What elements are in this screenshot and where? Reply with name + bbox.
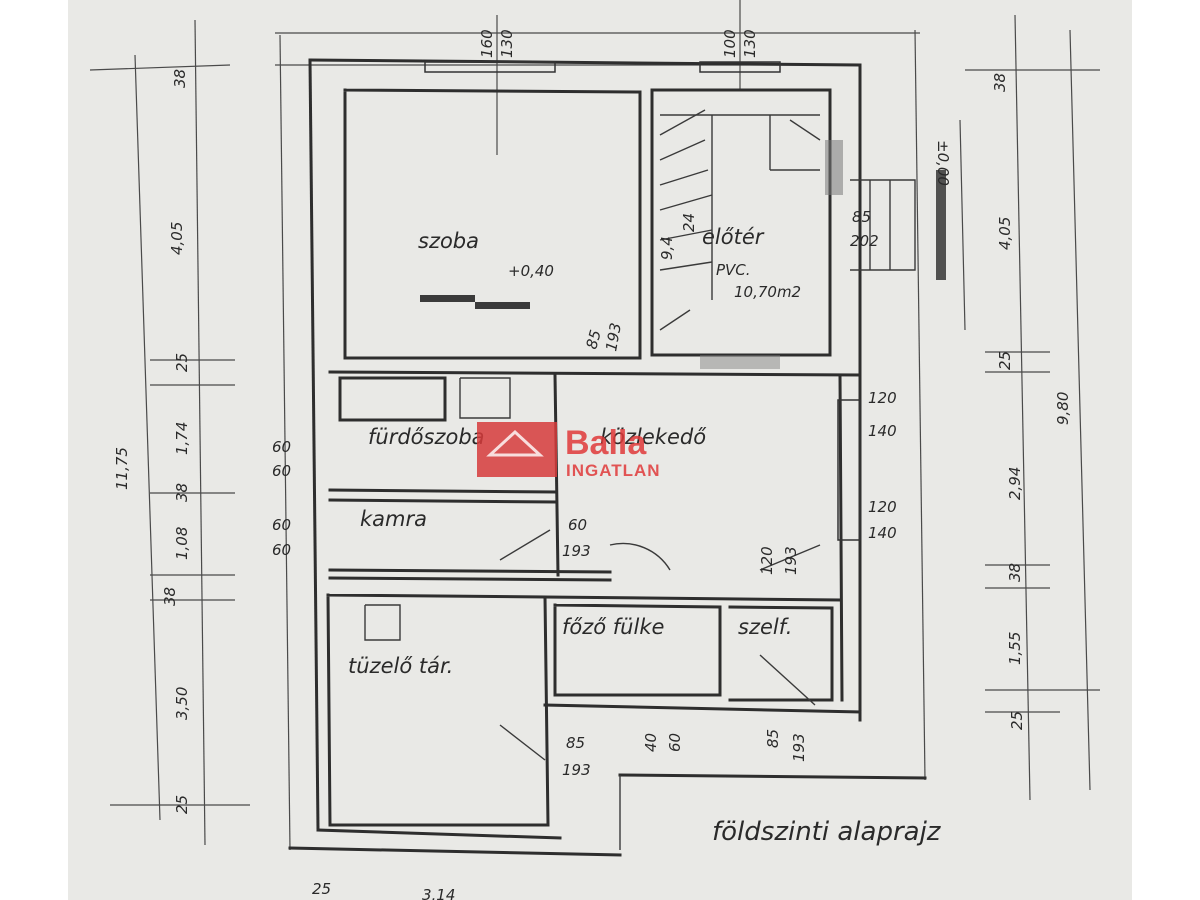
dim-win-140a: 140	[868, 422, 897, 440]
dim-left-main: 4,05	[168, 222, 186, 255]
logo-square	[477, 422, 557, 477]
dim-right-155: 1,55	[1006, 632, 1024, 665]
room-label-kozleker: közlekedő	[600, 425, 707, 449]
dim-bottom-25: 25	[312, 880, 331, 898]
dim-stair-24: 24	[680, 213, 698, 232]
plan-title: földszinti alaprajz	[712, 817, 942, 847]
room-label-foz-fulke: főző fülke	[562, 615, 664, 639]
dim-corner-tl: 38	[171, 69, 189, 88]
dim-bottom-a: 3,14	[422, 886, 455, 900]
dim-left-total: 11,75	[113, 447, 131, 490]
dim-top-d: 130	[741, 29, 759, 58]
dim-win-120a: 120	[868, 389, 897, 407]
room-labels: szoba +0,40 előtér PVC. 10,70m2 fürdőszo…	[348, 140, 952, 678]
room-label-furdoszoba: fürdőszoba	[368, 425, 485, 449]
logo-brand: Balla	[565, 424, 647, 462]
dim-left-25a: 25	[173, 353, 191, 372]
dim-bath-60c: 60	[272, 516, 291, 534]
walls	[288, 58, 946, 857]
room-label-kamra: kamra	[360, 507, 427, 531]
dim-door-193a: 193	[602, 321, 625, 352]
dimension-lines	[89, 0, 1100, 851]
dim-door-193b: 193	[782, 546, 800, 575]
dim-left-108: 1,08	[173, 527, 191, 560]
balla-ingatlan-logo: Balla INGATLAN	[477, 422, 661, 480]
room-label-szoba: szoba	[418, 229, 479, 253]
dim-door-202: 202	[850, 232, 879, 250]
entrance-level: ±0,00	[934, 140, 952, 186]
dim-top-b: 130	[498, 29, 516, 58]
room-label-szelf: szelf.	[738, 615, 792, 639]
dim-fulke-60: 60	[666, 733, 684, 752]
dim-szelf-85: 85	[764, 729, 782, 748]
dim-tar-85: 85	[566, 734, 585, 752]
dim-left-174: 1,74	[173, 422, 191, 455]
dim-fulke-40: 40	[642, 733, 660, 752]
dim-left-25b: 25	[173, 795, 191, 814]
logo-sub: INGATLAN	[566, 461, 661, 480]
dim-door-120: 120	[758, 546, 776, 575]
dim-door-85a: 85	[852, 208, 871, 226]
dim-win-120b: 120	[868, 498, 897, 516]
dim-bath-60a: 60	[272, 438, 291, 456]
dim-tar-193: 193	[562, 761, 591, 779]
eloter-area: 10,70m2	[734, 283, 801, 301]
dim-right-38: 38	[1006, 563, 1024, 582]
dim-bath-60d: 60	[272, 541, 291, 559]
dim-kor-193: 193	[562, 542, 591, 560]
dim-left-38a: 38	[173, 483, 191, 502]
dim-szelf-193: 193	[790, 733, 808, 762]
dim-door-85b: 85	[582, 328, 604, 351]
dim-stair-94: 9,4	[658, 236, 676, 260]
dim-right-405: 4,05	[996, 217, 1014, 250]
staircase	[659, 109, 843, 369]
dim-right-294: 2,94	[1006, 467, 1024, 500]
dim-right-total: 9,80	[1054, 392, 1072, 425]
dim-bath-60b: 60	[272, 462, 291, 480]
dim-corner-tr: 38	[991, 73, 1009, 92]
dimension-numbers: 160 130 100 130 38 38 4,05 11,75 25 1,74…	[113, 29, 1072, 900]
dim-top-a: 160	[478, 29, 496, 58]
eloter-floor: PVC.	[716, 261, 751, 279]
szoba-level: +0,40	[508, 262, 554, 280]
dim-top-c: 100	[721, 29, 739, 58]
dim-kor-60: 60	[568, 516, 587, 534]
room-label-eloter: előtér	[702, 225, 765, 249]
dim-left-38b: 38	[161, 587, 179, 606]
room-label-tuzelo-tar: tüzelő tár.	[348, 654, 453, 678]
dim-left-350: 3,50	[173, 687, 191, 720]
dim-right-25: 25	[996, 351, 1014, 370]
dim-win-140b: 140	[868, 524, 897, 542]
dim-right-25b: 25	[1008, 711, 1026, 730]
paper-sheet	[68, 0, 1132, 900]
